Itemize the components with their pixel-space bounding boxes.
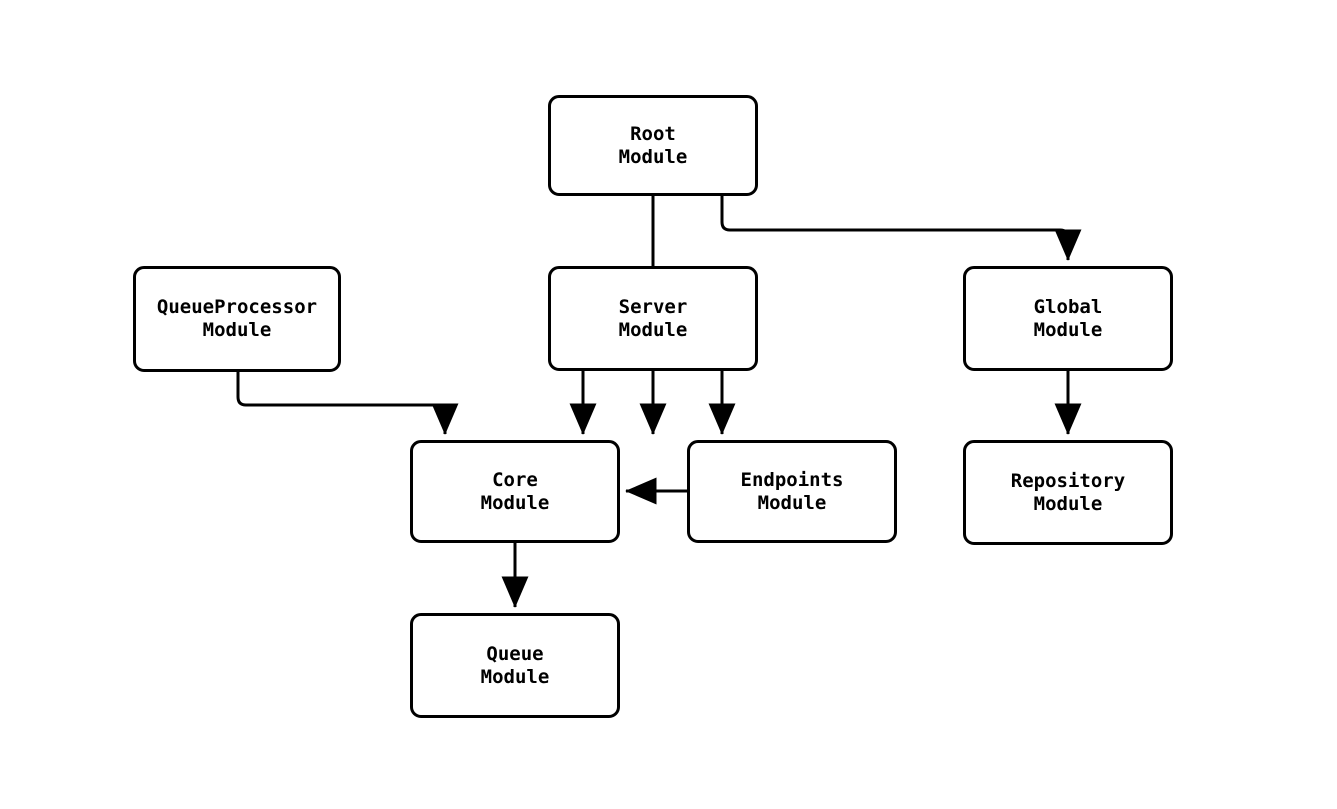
node-queue-module[interactable]: Queue Module <box>410 613 620 718</box>
node-label-line1: Global <box>1033 295 1103 318</box>
node-label-line2: Module <box>1033 492 1103 515</box>
node-repository-module[interactable]: Repository Module <box>963 440 1173 545</box>
node-label-line2: Module <box>757 491 827 514</box>
node-global-module[interactable]: Global Module <box>963 266 1173 371</box>
edge-queueprocessor-core <box>236 372 459 435</box>
node-label-line2: Module <box>618 145 688 168</box>
node-label-line1: QueueProcessor <box>156 296 318 318</box>
node-label-line1: Core <box>492 468 538 491</box>
edge-root-global <box>720 196 1082 261</box>
node-core-module[interactable]: Core Module <box>410 440 620 543</box>
node-label-line1: Repository <box>1010 469 1126 492</box>
node-label-line2: Module <box>1033 318 1103 341</box>
node-label-line2: Module <box>480 665 550 688</box>
node-server-module[interactable]: Server Module <box>548 266 758 371</box>
node-label-line1: Queue <box>486 642 544 665</box>
node-endpoints-module[interactable]: Endpoints Module <box>687 440 897 543</box>
node-label-line1: Endpoints <box>740 468 844 491</box>
node-label-line2: Module <box>618 318 688 341</box>
node-label-line2: Module <box>202 319 272 341</box>
node-label-line1: Server <box>618 295 688 318</box>
node-queueprocessor-module[interactable]: QueueProcessor Module <box>133 266 341 372</box>
node-root-module[interactable]: Root Module <box>548 95 758 196</box>
node-label-line1: Root <box>630 122 676 145</box>
node-label-line2: Module <box>480 491 550 514</box>
